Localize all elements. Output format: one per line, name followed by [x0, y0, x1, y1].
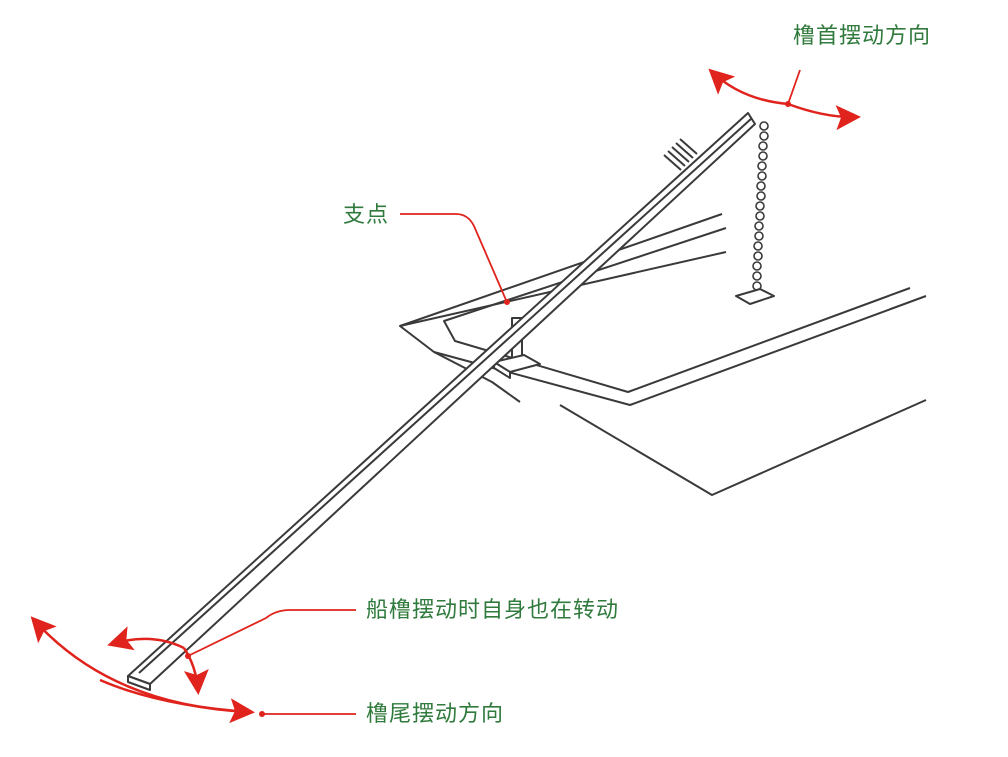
oar — [127, 112, 756, 691]
fulcrum-leader — [400, 213, 507, 301]
leader-dots — [185, 101, 791, 717]
oar-rotation-arrow-down — [182, 647, 209, 695]
oar-rotation-arrow-left — [107, 626, 185, 651]
fulcrum-label: 支点 — [343, 203, 390, 228]
oar-shaft-line — [138, 117, 753, 674]
oar-head-swing-arrow-right — [787, 102, 861, 131]
rotation-leader — [187, 609, 356, 657]
oar-head-leader — [787, 69, 801, 105]
oar-head-dot — [785, 101, 791, 107]
oar-head-swing-label: 橹首摆动方向 — [793, 24, 932, 49]
tail-dot — [259, 711, 265, 717]
leader-lines — [187, 69, 801, 715]
swing-arrows — [30, 68, 861, 724]
boat-hull-edge — [433, 351, 521, 403]
oar-rope — [752, 121, 769, 291]
rotation-dot — [185, 653, 191, 659]
oar-self-rotation-label: 船橹摆动时自身也在转动 — [366, 598, 620, 623]
oar-tail-swing-arrow-down — [99, 678, 255, 724]
rope-anchor-plate — [735, 288, 775, 305]
boat-deck-inner — [443, 227, 911, 393]
boat-outline — [399, 213, 927, 496]
oar-grip-binding — [663, 138, 698, 171]
oar-tail-swing-label: 橹尾摆动方向 — [366, 702, 505, 727]
fulcrum-dot — [504, 299, 510, 305]
oar-end — [127, 675, 151, 691]
boat-side-lower — [559, 399, 927, 496]
oar-head-swing-arrow-left — [708, 68, 789, 106]
